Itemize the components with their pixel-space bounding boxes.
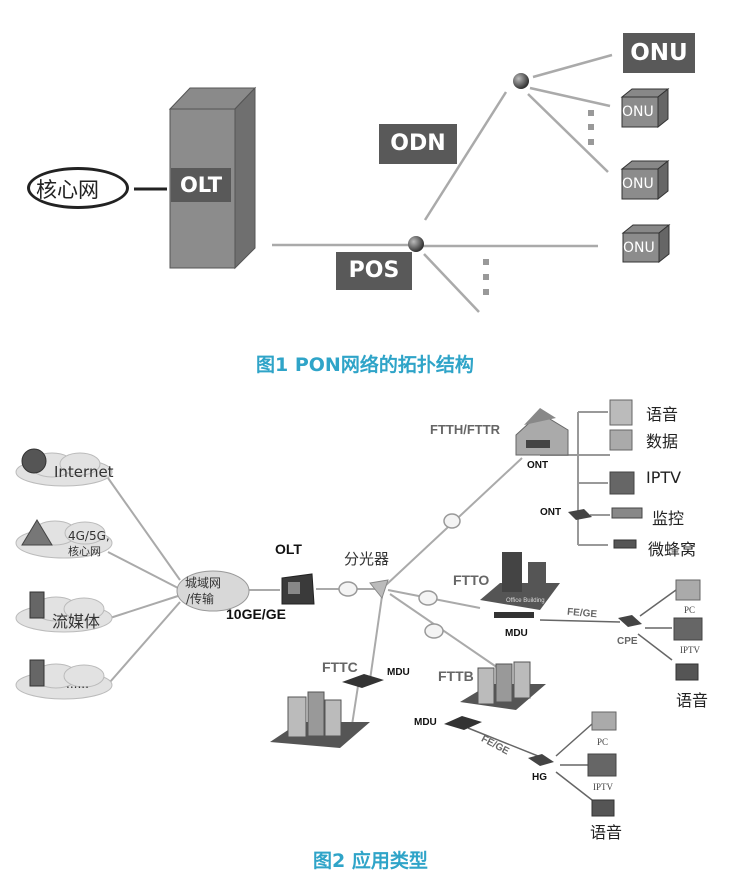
ont-device	[568, 509, 592, 520]
branch-line	[527, 93, 609, 173]
globe-icon	[21, 448, 47, 474]
core-network-ellipse	[27, 167, 129, 209]
cloud-label-internet: Internet	[54, 463, 114, 481]
metro-label: 城域网	[185, 576, 222, 590]
tv-icon	[609, 471, 635, 495]
fttc-label: FTTC	[322, 659, 358, 675]
branch-line	[423, 91, 508, 221]
hg-label: HG	[532, 772, 547, 783]
branch-line	[529, 86, 611, 108]
metro-label: /传输	[186, 592, 215, 606]
core-network-label: 核心网	[36, 178, 99, 202]
tower-icon	[21, 519, 53, 546]
mdu-device	[342, 674, 384, 688]
ellipsis-dots	[483, 110, 594, 295]
computer-icon	[609, 429, 633, 451]
branch-line	[423, 253, 480, 313]
onu-box	[620, 87, 670, 129]
pc-icon	[591, 711, 617, 731]
figure1-caption: 图1 PON网络的拓扑结构	[256, 354, 474, 376]
cloud-label-streaming: 流媒体	[52, 612, 101, 631]
apartment-building-icon	[270, 691, 370, 748]
onu-box	[621, 223, 671, 264]
cpe-service-pc: PC	[684, 605, 696, 615]
olt-label: OLT	[275, 541, 302, 557]
onu-label: ONU	[622, 104, 654, 120]
pc-icon	[675, 579, 701, 601]
ftth-label: FTTH/FTTR	[430, 422, 501, 437]
figure2-caption: 图2 应用类型	[313, 850, 428, 872]
ont-label: ONT	[540, 507, 562, 518]
phone-icon	[591, 799, 615, 817]
mdu-device	[444, 716, 482, 730]
onu-label: ONU	[622, 176, 654, 192]
cpe-hg-links	[467, 589, 677, 801]
ont-label: ONT	[527, 460, 549, 471]
olt-rate-label: 10GE/GE	[226, 606, 286, 622]
olt-label: OLT	[171, 168, 231, 202]
splitter-node-upper	[513, 73, 529, 89]
branch-line	[532, 53, 613, 79]
phone-icon	[609, 399, 633, 426]
mdu-label: MDU	[414, 717, 437, 728]
service-small-cell: 微蜂窝	[648, 540, 697, 559]
cloud-label-mobile: 4G/5G,	[68, 529, 110, 543]
hg-service-pc: PC	[597, 737, 609, 747]
phone-icon	[675, 663, 699, 681]
onu-box	[620, 159, 670, 201]
hg-device	[528, 754, 554, 766]
server-icon	[29, 659, 45, 687]
cpe-device	[618, 615, 642, 627]
cloud-label-more: ......	[66, 677, 89, 691]
ftto-label: FTTO	[453, 572, 490, 588]
onu-label: ONU	[623, 240, 655, 256]
pos-label: POS	[336, 252, 412, 290]
hg-service-voice: 语音	[590, 823, 623, 842]
tv-icon	[587, 753, 617, 777]
office-building-label: Office Building	[506, 598, 545, 604]
hg-service-iptv: IPTV	[593, 782, 613, 792]
apartment-building-icon	[460, 661, 546, 710]
house-icon	[515, 408, 569, 456]
service-monitoring: 监控	[652, 509, 685, 528]
camera-icon	[611, 507, 643, 519]
odn-label: ODN	[379, 124, 457, 164]
cpe-service-iptv: IPTV	[680, 645, 700, 655]
router-icon	[613, 539, 637, 549]
service-voice: 语音	[646, 405, 679, 424]
fiber-connector	[338, 513, 461, 639]
service-iptv: IPTV	[646, 468, 682, 487]
mdu-label: MDU	[505, 628, 528, 639]
cloud-label-core: 核心网	[68, 545, 101, 558]
fig2-links	[107, 457, 523, 726]
splitter-label: 分光器	[344, 550, 390, 568]
cpe-label: CPE	[617, 636, 638, 647]
tv-icon	[673, 617, 703, 641]
mdu-label: MDU	[387, 667, 410, 678]
media-server-icon	[29, 591, 45, 619]
fttb-label: FTTB	[438, 668, 474, 684]
cpe-service-voice: 语音	[676, 691, 709, 710]
service-data: 数据	[646, 432, 679, 451]
splitter-node-lower	[408, 236, 424, 252]
onu-label: ONU	[623, 33, 695, 73]
home-service-links	[540, 411, 610, 546]
metro-network	[176, 570, 250, 612]
olt-device	[281, 573, 315, 605]
splitter-icon	[369, 579, 389, 600]
office-building-icon	[480, 552, 560, 618]
